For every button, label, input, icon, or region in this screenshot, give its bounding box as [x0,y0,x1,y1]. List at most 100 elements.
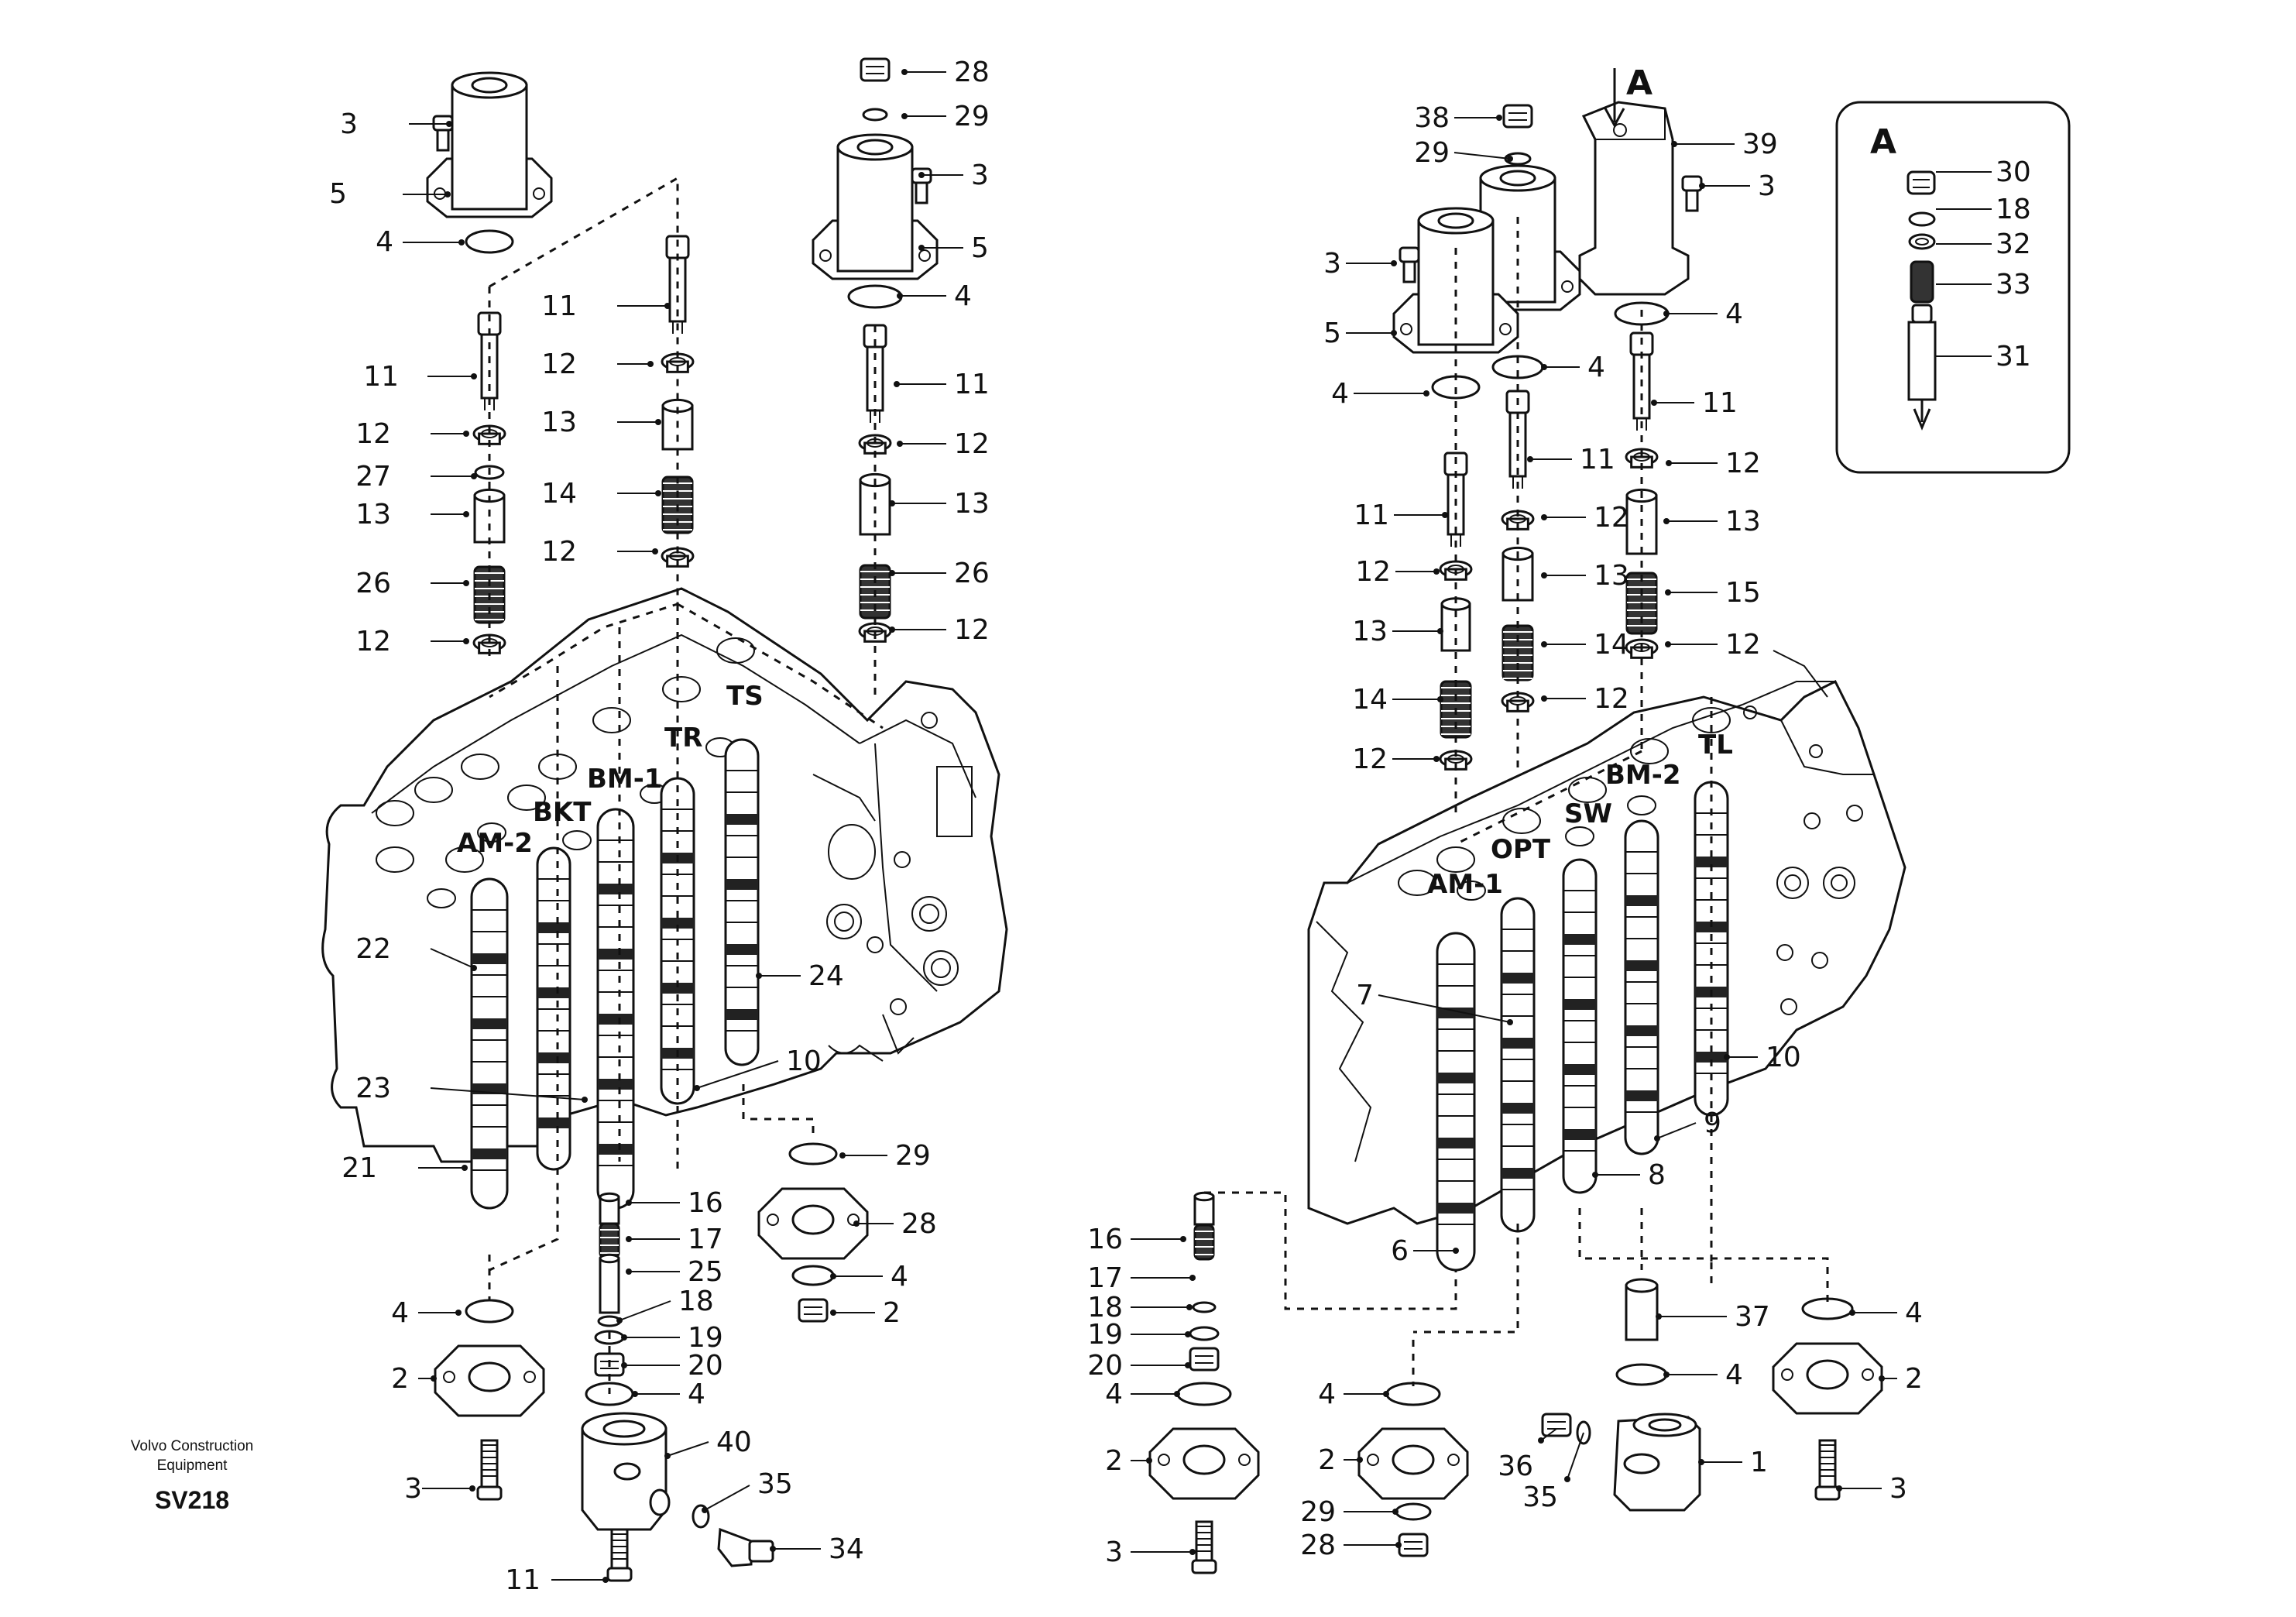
callout: 14 [541,478,661,510]
callout: 34 [770,1533,864,1565]
callout-label: 13 [1352,616,1388,647]
callout-label: 27 [355,461,391,493]
cap-40 [581,1412,668,1531]
spool [1624,819,1659,1155]
cap-body-left [426,71,553,218]
callout-label: 3 [1889,1473,1907,1505]
callout: 3 [340,108,452,140]
callout-label: 29 [1414,137,1450,169]
callout-label: 4 [1905,1297,1923,1329]
callout: 4 [1849,1297,1923,1329]
spool [1436,932,1476,1272]
piston-11a [477,311,502,410]
callout: 15 [1665,577,1761,609]
o-ring-35a [649,1488,671,1516]
callout: 26 [355,568,469,599]
port-label-bm-1: BM-1 [587,764,663,795]
callout: 24 [756,960,844,992]
right-valve-body [1307,650,1906,1225]
callout: 22 [355,933,477,971]
callout: 2 [1318,1444,1363,1476]
callout: 13 [541,407,661,438]
callout: 10 [1724,1042,1801,1073]
o-ring [1176,1382,1232,1406]
callout: 4 [1541,352,1605,383]
callout-label: 29 [1300,1496,1336,1528]
callout: 19 [621,1322,723,1354]
callout-label: 16 [688,1187,723,1219]
callout-label: 35 [1522,1481,1558,1513]
callout: 40 [664,1426,752,1459]
callout: 13 [889,488,990,520]
plug-20b [1189,1347,1220,1372]
callout-label: 14 [1352,684,1388,716]
callout: 2 [830,1297,901,1329]
callout: 35 [702,1468,793,1513]
callout: 12 [1666,448,1761,479]
plug-38 [1502,104,1533,129]
callout: 11 [894,369,990,400]
callout: 13 [1663,506,1761,537]
spool [724,738,760,1066]
o-ring [1192,1301,1217,1313]
callout-label: 5 [971,232,989,264]
callout: 11 [1354,500,1448,531]
o-ring [1395,1502,1432,1521]
cap-screw [432,115,454,152]
callout-label: 24 [808,960,844,992]
callout-label: 7 [1356,980,1374,1011]
cover-right-3 [1772,1342,1883,1415]
callout-label: 12 [355,626,391,657]
callout-label: 11 [954,369,990,400]
detail-box: A [1835,101,2071,474]
callout-label: 23 [355,1073,391,1104]
bolt-11d [606,1528,633,1582]
callout-label: 29 [954,101,990,132]
callout: 11 [1527,444,1615,475]
callout-label: 37 [1735,1301,1770,1333]
cap-screw [1681,175,1703,212]
callout-label: 20 [688,1350,723,1382]
callout-label: 18 [678,1286,714,1317]
callout-label: 6 [1391,1235,1409,1267]
callout-label: 19 [1087,1319,1123,1351]
callout-label: 5 [329,178,347,210]
callout: 18 [616,1286,714,1323]
callout: 12 [1352,743,1440,775]
callout: 3 [1323,248,1397,280]
callout-label: 35 [757,1468,793,1500]
callout: 4 [830,1261,908,1293]
callout: 17 [1087,1262,1196,1294]
callout: 20 [1087,1350,1191,1382]
callout-label: 12 [954,614,990,646]
piston-11c [863,324,887,423]
callout-label: 28 [901,1208,937,1240]
callout: 2 [1105,1445,1152,1477]
callout-label: 4 [1318,1378,1336,1410]
port-label-bkt: BKT [533,797,592,828]
plug-37 [1625,1278,1659,1341]
callout-label: 4 [954,280,972,312]
sleeve-25 [599,1253,620,1314]
callout: 12 [541,348,654,380]
view-marker-label: A [1626,64,1653,103]
callout: 12 [355,418,469,450]
brand-line-2: Equipment [157,1457,228,1474]
callout: 37 [1656,1301,1770,1333]
callout-label: 1 [1750,1447,1768,1478]
port-label-opt: OPT [1491,834,1551,865]
callout: 14 [1352,684,1443,716]
callout-label: 28 [954,57,990,88]
callout-label: 12 [1594,683,1629,715]
port-label-bm-2: BM-2 [1605,760,1681,791]
callout-label: 11 [1354,500,1389,531]
callout: 16 [626,1187,723,1219]
sleeve-13a [473,488,506,544]
callout-label: 15 [1725,577,1761,609]
callout-label: 17 [688,1224,723,1255]
callout-label: 3 [971,160,989,191]
branding: Volvo Construction Equipment SV218 [131,1438,253,1514]
callout: 12 [355,626,469,657]
callout: 12 [897,428,990,460]
